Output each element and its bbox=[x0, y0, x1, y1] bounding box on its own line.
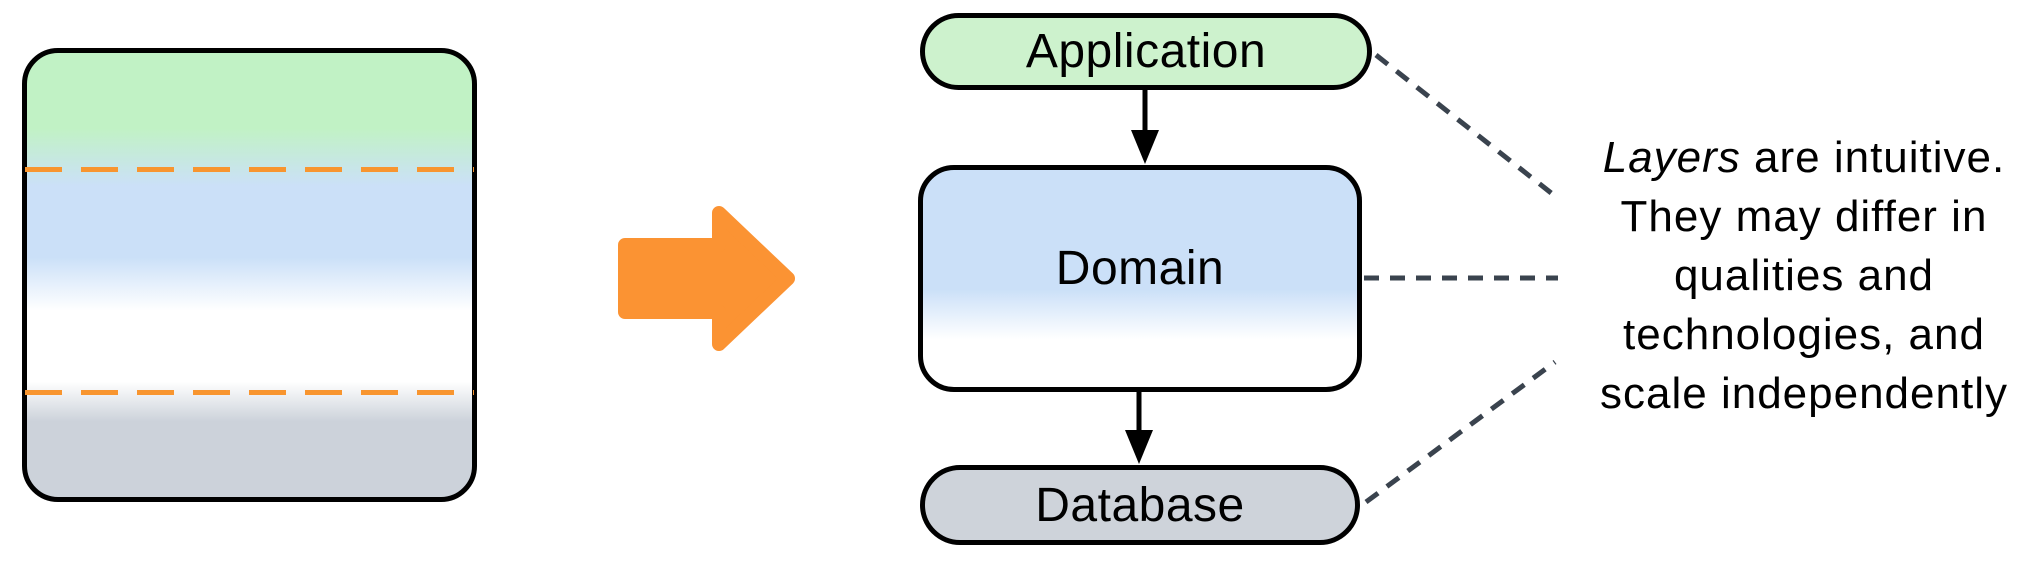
domain-node: Domain bbox=[918, 165, 1362, 392]
layer-boundary-dashed-line-top bbox=[25, 167, 474, 172]
database-label: Database bbox=[1035, 478, 1245, 532]
annotation-line-4: technologies, and bbox=[1623, 310, 1985, 359]
annotation-emphasis: Layers bbox=[1602, 133, 1741, 182]
annotation-line-2: They may differ in bbox=[1620, 192, 1988, 241]
annotation-line-5: scale independently bbox=[1600, 369, 2008, 418]
annotation-line-1-rest: are intuitive. bbox=[1740, 133, 2006, 182]
application-node: Application bbox=[920, 13, 1372, 90]
domain-label: Domain bbox=[1055, 242, 1225, 295]
application-label: Application bbox=[1025, 25, 1267, 78]
down-arrow-icon bbox=[1131, 88, 1159, 164]
annotation-connector-lines bbox=[1364, 53, 1558, 505]
layer-boundary-dashed-line-bottom bbox=[25, 390, 474, 395]
annotation-text: Layers are intuitive. They may differ in… bbox=[1573, 128, 2035, 423]
layered-monolith-block bbox=[22, 48, 477, 502]
database-node: Database bbox=[920, 465, 1360, 545]
annotation-line-3: qualities and bbox=[1673, 251, 1935, 300]
down-arrow-icon bbox=[1125, 390, 1153, 464]
annotation-line-1: Layers are intuitive. bbox=[1573, 128, 2035, 187]
right-arrow-icon bbox=[618, 206, 795, 351]
